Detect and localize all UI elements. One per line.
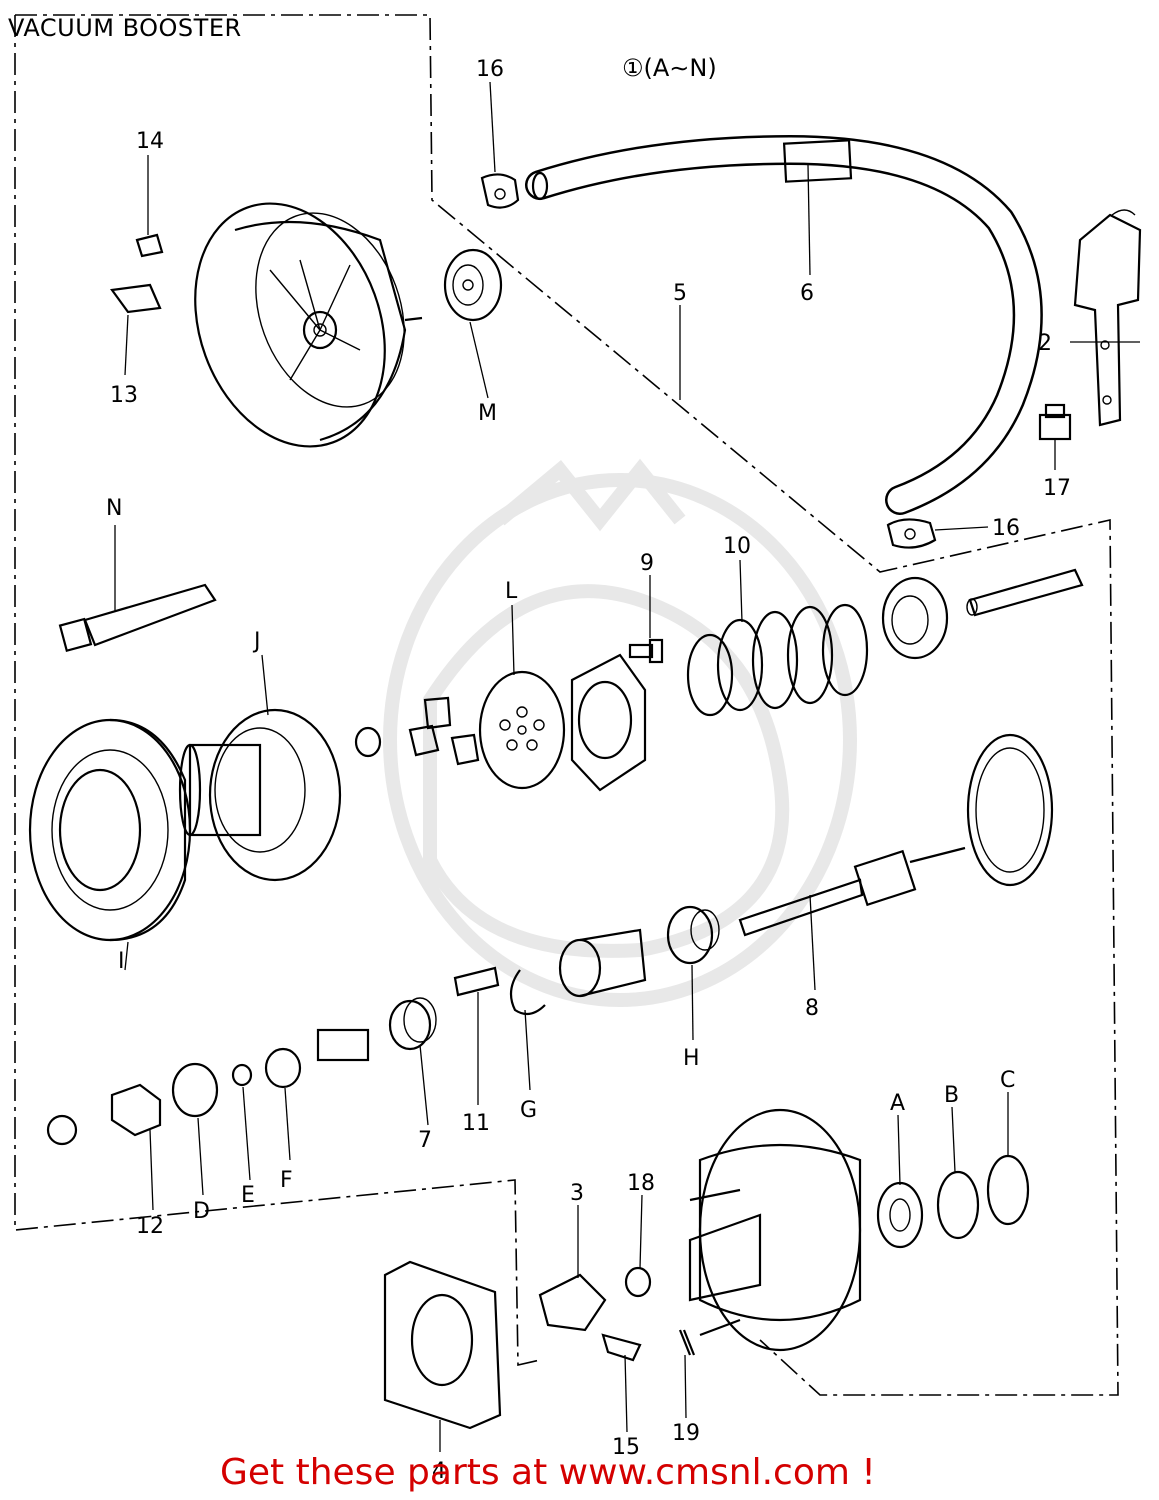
callout-a: A [890, 1091, 905, 1116]
return-spring [686, 603, 869, 717]
bolt [1038, 403, 1072, 441]
callout-j: J [252, 629, 261, 654]
callout-14: 14 [136, 129, 164, 154]
callout-10: 10 [723, 534, 751, 559]
callout-m: M [478, 401, 497, 426]
callout-n: N [106, 496, 122, 521]
callout-16-lower: 16 [992, 516, 1020, 541]
bushing-h [666, 905, 720, 965]
ring-e [231, 1063, 253, 1087]
callout-f: F [280, 1168, 293, 1193]
hose-clip-lower [886, 518, 937, 549]
callout-11: 11 [462, 1111, 490, 1136]
snap-ring-g [509, 969, 546, 1016]
callout-18: 18 [627, 1171, 655, 1196]
callout-d: D [193, 1199, 210, 1224]
callout-16-upper: 16 [476, 57, 504, 82]
diagram-title: VACUUM BOOSTER [8, 14, 242, 42]
callout-15: 15 [612, 1435, 640, 1460]
callout-13: 13 [110, 383, 138, 408]
valve-body [388, 997, 437, 1051]
callout-12: 12 [136, 1214, 164, 1239]
callout-labels: 16 14 13 M 6 5 2 17 16 N J L 9 10 I 8 H … [106, 57, 1071, 1484]
assembly-label: ①(A∼N) [622, 54, 717, 82]
nut-12 [110, 1083, 162, 1137]
callout-4: 4 [432, 1459, 446, 1484]
watermark-logo [383, 458, 857, 1007]
shaft-seal [881, 568, 1084, 660]
callout-l: L [505, 579, 518, 604]
valve-sleeve [558, 928, 647, 998]
callout-8: 8 [805, 996, 819, 1021]
bracket [1073, 209, 1142, 427]
callout-c: C [1000, 1068, 1015, 1093]
spacer-f [264, 1047, 302, 1089]
front-shell [688, 1108, 862, 1352]
washer-b [936, 1170, 980, 1240]
gasket [383, 1260, 502, 1430]
callout-7: 7 [418, 1128, 432, 1153]
push-rod [738, 846, 966, 937]
clevis-pin [601, 1333, 642, 1362]
cotter-pin [678, 1329, 696, 1356]
seal-m [443, 248, 503, 322]
hose-clip-upper [480, 173, 520, 209]
clevis [538, 1273, 607, 1332]
callout-3: 3 [570, 1181, 584, 1206]
screw [628, 638, 664, 664]
callout-h: H [683, 1046, 700, 1071]
valve-spring [453, 966, 500, 997]
callout-9: 9 [640, 551, 654, 576]
bearing-a [876, 1181, 924, 1249]
callout-17: 17 [1043, 476, 1071, 501]
snap-ring-small [354, 726, 382, 758]
clip-13 [110, 283, 162, 314]
vacuum-hose [525, 134, 1043, 515]
leader-lines [114, 81, 1140, 1452]
callout-19: 19 [672, 1421, 700, 1446]
rear-shell [194, 202, 423, 448]
group-frame-upper [14, 14, 1119, 1396]
callout-5: 5 [673, 281, 687, 306]
retainer-plate [570, 653, 647, 792]
grease-tube [58, 583, 217, 653]
footer-link-text[interactable]: Get these parts at www.cmsnl.com ! [220, 1452, 876, 1493]
washer-d [171, 1062, 219, 1118]
nut-small [46, 1114, 78, 1146]
callout-i: I [118, 949, 125, 974]
valve-plate-l [478, 670, 566, 790]
callout-2: 2 [1038, 331, 1052, 356]
plunger [316, 1028, 370, 1062]
callout-6: 6 [800, 281, 814, 306]
callout-e: E [241, 1183, 255, 1208]
lock-washer-c [986, 1154, 1030, 1226]
front-diaphragm-shell [28, 718, 192, 942]
callout-b: B [944, 1083, 959, 1108]
piston-j [178, 708, 342, 882]
keys [408, 696, 480, 766]
retainer-ring [966, 733, 1054, 887]
callout-g: G [520, 1098, 537, 1123]
clip-14 [135, 233, 164, 258]
nut-18 [624, 1266, 652, 1298]
